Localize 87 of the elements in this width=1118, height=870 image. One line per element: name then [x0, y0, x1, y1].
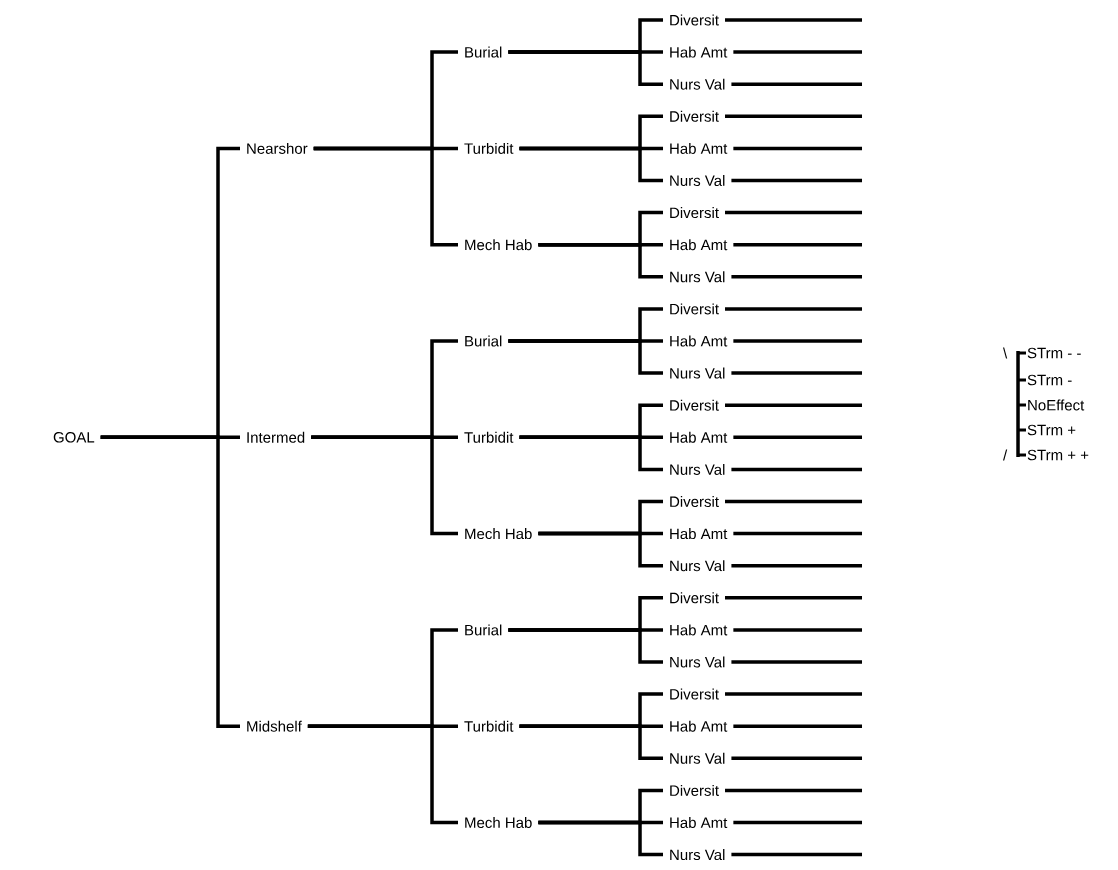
tree-label: Nurs Val: [670, 752, 725, 764]
tree-label: Hab Amt: [670, 528, 728, 540]
branch-line: [725, 307, 862, 311]
tree-label: Hab Amt: [670, 46, 728, 58]
scale-label: NoEffect: [1028, 399, 1085, 411]
tree-label: Hab Amt: [670, 624, 728, 636]
branch-line: [538, 242, 663, 279]
branch-line: [733, 435, 862, 440]
tree-label: Hab Amt: [670, 431, 728, 443]
tree-label: Midshelf: [247, 720, 302, 732]
slash-mark: /: [1003, 449, 1008, 461]
tree-label: Turbidit: [464, 431, 514, 443]
tree-label: Nurs Val: [670, 849, 725, 861]
tree-label: Nurs Val: [670, 175, 725, 186]
branch-line: [508, 339, 663, 375]
branch-line: [731, 563, 862, 568]
tree-label: Diversit: [670, 207, 719, 219]
branch-line: [731, 467, 862, 472]
branch-line: [731, 371, 862, 375]
branch-line: [733, 531, 862, 536]
tree-label: Nurs Val: [670, 463, 725, 475]
tree-label: Mech Hab: [465, 528, 532, 540]
tree-label: Burial: [465, 46, 502, 58]
branch-line: [725, 210, 862, 215]
branch-line: [733, 339, 862, 343]
branch-line: [725, 403, 862, 407]
goal-label: GOAL: [53, 432, 95, 443]
branch-line: [519, 435, 663, 472]
tree-label: Nurs Val: [670, 367, 725, 379]
branch-line: [731, 756, 862, 761]
tree-label: Nurs Val: [670, 560, 725, 572]
slash-mark: \: [1003, 347, 1008, 359]
tree-label: Intermed: [247, 431, 305, 443]
tree-label: Hab Amt: [670, 335, 728, 347]
branch-line: [731, 852, 862, 857]
scale-label: STrm - -: [1027, 347, 1081, 359]
tree-label: Diversit: [670, 110, 719, 122]
branch-line: [725, 114, 862, 119]
scale-label: STrm -: [1027, 374, 1072, 386]
tree-label: Diversit: [670, 14, 719, 26]
branch-line: [733, 724, 862, 728]
branch-line: [733, 146, 862, 151]
tree-label: Mech Hab: [465, 817, 532, 828]
tree-label: Burial: [465, 335, 502, 347]
branch-line: [731, 660, 862, 664]
branch-line: [725, 692, 862, 696]
branch-line: [725, 788, 862, 793]
scale-label: STrm + +: [1027, 449, 1089, 461]
tree-label: Hab Amt: [670, 817, 728, 828]
branch-line: [725, 499, 862, 504]
branch-line: [733, 820, 862, 825]
branch-line: [508, 50, 663, 86]
tree-label: Turbidit: [464, 142, 514, 154]
tree-label: Turbidit: [464, 720, 514, 732]
branch-line: [313, 146, 458, 247]
branch-line: [311, 435, 458, 536]
branch-line: [538, 820, 663, 857]
tree-label: Diversit: [670, 496, 719, 507]
branch-line: [731, 82, 862, 86]
tree-label: Diversit: [670, 303, 719, 315]
branch-line: [731, 275, 862, 279]
scale-label: STrm +: [1027, 424, 1076, 436]
branch-line: [100, 435, 240, 728]
tree-label: Nurs Val: [670, 271, 725, 283]
branch-line: [508, 628, 663, 664]
branch-line: [519, 724, 663, 761]
tree-label: Hab Amt: [670, 720, 728, 732]
tree-label: Nearshor: [247, 142, 308, 154]
branch-line: [519, 146, 663, 183]
branch-line: [731, 178, 862, 183]
tree-label: Hab Amt: [670, 142, 728, 154]
tree-label: Burial: [465, 624, 502, 636]
tree-label: Diversit: [670, 688, 719, 700]
tree-label: Diversit: [670, 399, 719, 411]
branch-line: [733, 50, 862, 54]
tree-label: Nurs Val: [670, 78, 725, 90]
branch-line: [307, 724, 458, 825]
branch-line: [725, 596, 862, 600]
branch-line: [538, 531, 663, 568]
branch-line: [725, 18, 862, 22]
branch-line: [733, 242, 862, 247]
tree-label: Diversit: [670, 592, 719, 604]
tree-label: Diversit: [670, 784, 719, 796]
tree-label: Nurs Val: [670, 656, 725, 668]
tree-label: Hab Amt: [670, 239, 728, 251]
branch-line: [733, 628, 862, 632]
tree-label: Mech Hab: [465, 239, 532, 251]
